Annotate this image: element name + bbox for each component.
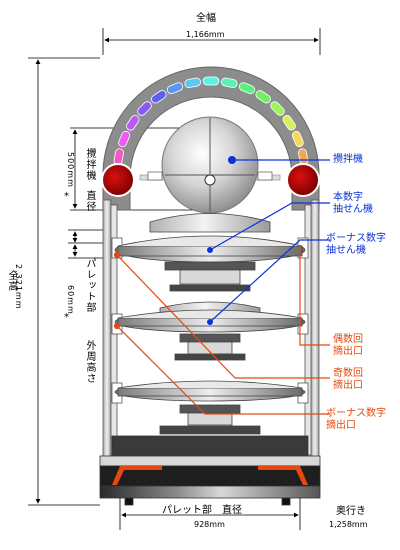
arch-lamp xyxy=(255,90,271,104)
base-dim-title: パレット部 直径 xyxy=(162,505,242,516)
callout-mixer: 攪拌機 xyxy=(333,154,363,165)
arch-lamp xyxy=(137,101,152,116)
callout-bonus-line-1: ボーナス数字 xyxy=(326,233,386,244)
right-red-lamp xyxy=(286,163,320,197)
machine-base xyxy=(99,435,321,506)
dimension-lines xyxy=(28,28,321,530)
callout-odd-line-1: 奇数回 xyxy=(333,368,363,379)
orange-leader-lines xyxy=(113,246,330,415)
callout-bonus-outlet: ボーナス数字 摘出口 xyxy=(326,408,386,432)
mixer-dim-value: 500mm xyxy=(66,152,75,188)
callout-bonus-machine: ボーナス数字 抽せん機 xyxy=(326,233,386,257)
callout-even-line-2: 摘出口 xyxy=(333,346,363,357)
pallet-asterisk: * xyxy=(64,312,69,323)
arch-lamp xyxy=(202,76,220,86)
callout-main-line-2: 抽せん機 xyxy=(333,204,373,215)
pallet-dim-title-1: パレット部 xyxy=(84,258,95,313)
arch-lamp xyxy=(220,77,238,88)
mixer-sphere xyxy=(139,116,281,214)
callout-bonus-line-2: 抽せん機 xyxy=(326,245,366,256)
callout-bonus-outlet-line-2: 摘出口 xyxy=(326,420,356,431)
arch-lamp xyxy=(238,82,256,95)
callout-even-outlet: 偶数回 摘出口 xyxy=(333,334,363,358)
main-number-machine xyxy=(114,213,306,292)
arch-lamp xyxy=(270,101,285,116)
height-value: 2,321mm xyxy=(14,264,23,310)
arch-lamp xyxy=(118,130,131,148)
callout-odd-line-2: 摘出口 xyxy=(333,380,363,391)
arch-lamp xyxy=(282,115,296,131)
arch-lamp xyxy=(166,82,184,95)
pallet-dim-value: 60mm xyxy=(66,285,75,315)
callout-main-line-1: 本数字 xyxy=(333,192,363,203)
mixer-dim-title-1: 攪拌機 xyxy=(84,148,95,181)
width-title: 全幅 xyxy=(196,13,216,24)
left-red-lamp xyxy=(101,163,135,197)
callout-main-machine: 本数字 抽せん機 xyxy=(333,192,373,216)
pallet-dim-title-2: 外周高さ xyxy=(84,340,95,384)
arch-lamp xyxy=(126,115,140,131)
mixer-dim-title-2: 直径 xyxy=(84,190,95,212)
base-dim-value: 928mm xyxy=(194,520,225,529)
outlet-tier xyxy=(114,380,306,435)
mixer-asterisk: * xyxy=(64,191,69,202)
rainbow-arch xyxy=(101,66,320,211)
arch-lamp xyxy=(291,130,304,148)
callout-odd-outlet: 奇数回 摘出口 xyxy=(333,368,363,392)
callout-even-line-1: 偶数回 xyxy=(333,334,363,345)
width-value: 1,166mm xyxy=(186,30,225,39)
height-title: 全高 xyxy=(6,270,17,292)
blue-leader-lines xyxy=(209,159,330,323)
arch-lamp xyxy=(184,77,202,88)
callout-bonus-outlet-line-1: ボーナス数字 xyxy=(326,408,386,419)
depth-value: 1,258mm xyxy=(329,520,368,529)
arch-lamp xyxy=(151,90,167,104)
depth-title: 奥行き xyxy=(336,506,366,517)
